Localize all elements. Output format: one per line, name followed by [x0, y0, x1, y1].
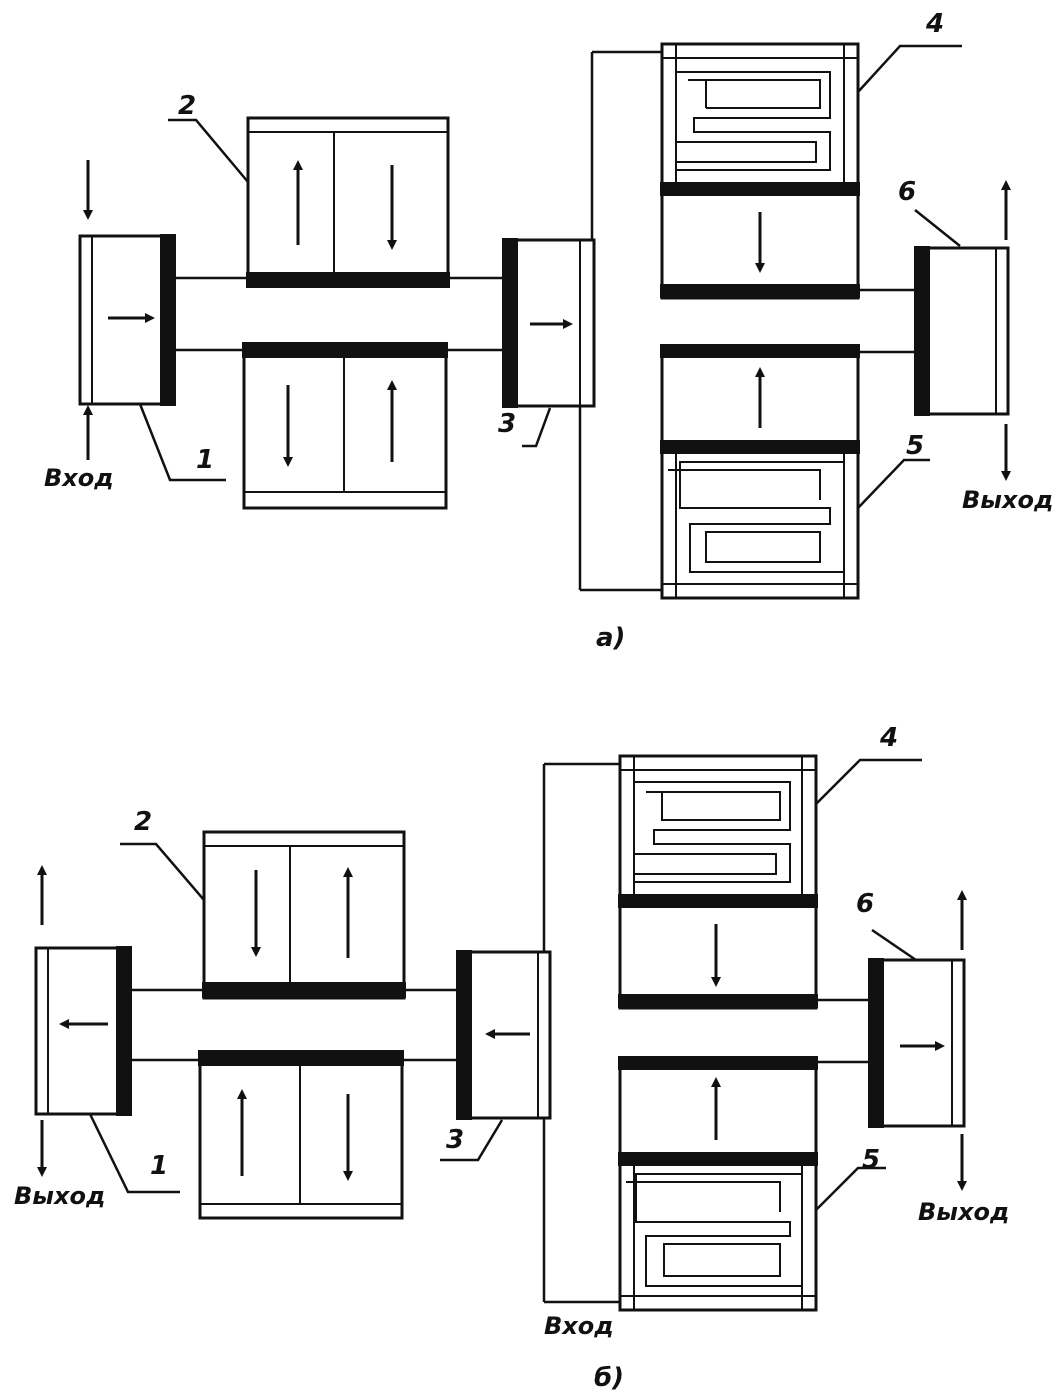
- outlet-label-a: Выход: [962, 486, 1053, 514]
- outlet-label-left-b: Выход: [14, 1182, 105, 1210]
- unit-6-a: [914, 180, 1011, 481]
- inlet-label-a: Вход: [44, 464, 114, 492]
- block-4-b: [618, 754, 818, 1010]
- unit-6-b: [868, 890, 967, 1191]
- unit-3-a: [502, 238, 596, 408]
- block-2-a: [246, 116, 450, 288]
- diagram-b: 2 1 3 4 5 6 Выход Выход Вход б): [14, 723, 1009, 1393]
- label-6-a: 6: [898, 177, 916, 207]
- block-5-a: [660, 344, 860, 600]
- label-3-a: 3: [498, 409, 516, 439]
- block-2-b: [202, 830, 406, 1000]
- block-lower-b: [198, 1050, 404, 1220]
- diagram-a: 2 1 3 4 5 6 Вход Выход а): [44, 9, 1053, 653]
- block-lower-a: [242, 342, 448, 510]
- label-2-b: 2: [134, 807, 152, 837]
- unit-1-b: [34, 865, 132, 1177]
- label-3-b: 3: [446, 1125, 464, 1155]
- label-4-a: 4: [925, 9, 944, 39]
- label-1-a: 1: [196, 445, 214, 475]
- caption-b: б): [594, 1363, 624, 1393]
- label-5-b: 5: [862, 1145, 880, 1175]
- label-4-b: 4: [879, 723, 898, 753]
- caption-a: а): [596, 623, 625, 653]
- label-2-a: 2: [178, 91, 196, 121]
- block-4-a: [660, 42, 860, 300]
- unit-1-a: [78, 160, 176, 460]
- unit-3-b: [456, 950, 552, 1120]
- outlet-label-right-b: Выход: [918, 1198, 1009, 1226]
- inlet-label-b: Вход: [544, 1312, 614, 1340]
- label-6-b: 6: [856, 889, 874, 919]
- block-5-b: [618, 1056, 818, 1312]
- label-1-b: 1: [150, 1151, 168, 1181]
- label-5-a: 5: [906, 431, 924, 461]
